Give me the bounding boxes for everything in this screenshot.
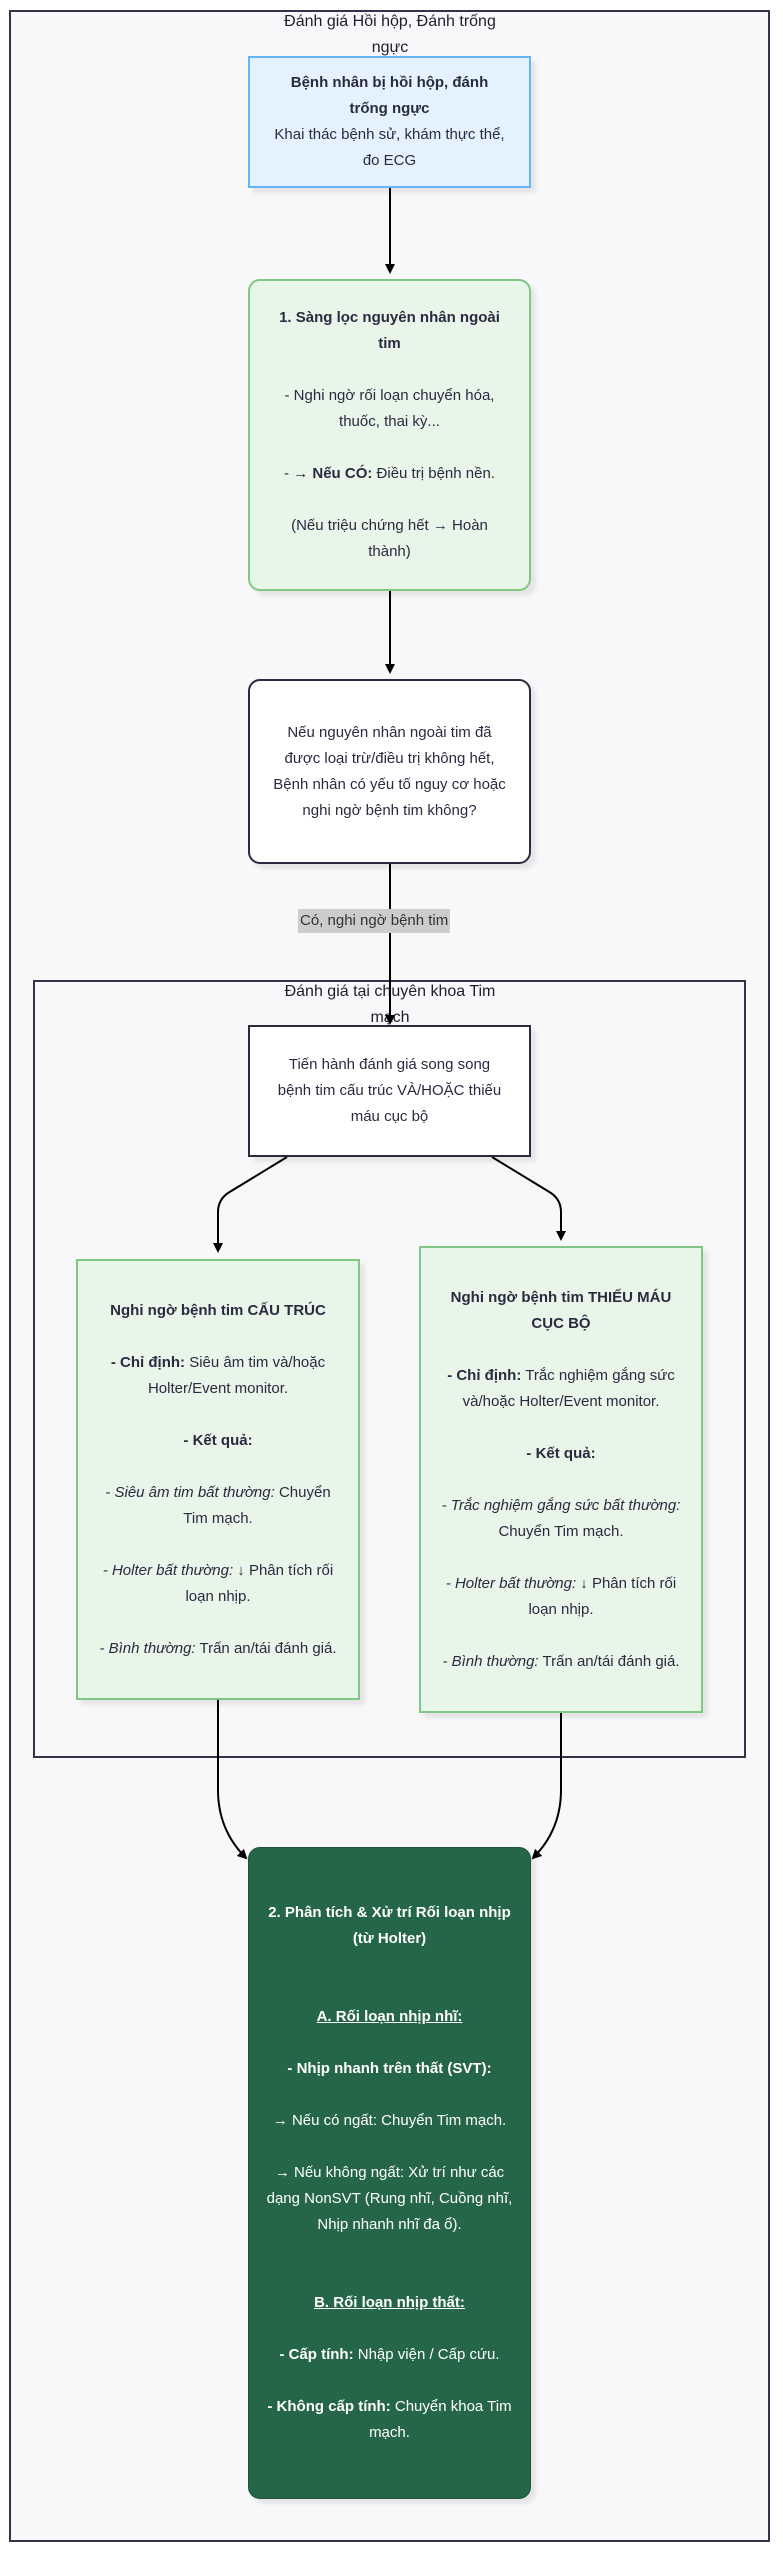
ischemic-r2-label: - Holter bất thường:	[445, 1574, 577, 1592]
edge-ischemic-to-arrhythmia	[531, 1713, 562, 1860]
structural-indication-label: - Chỉ định:	[110, 1353, 186, 1371]
nonacute-label: - Không cấp tính:	[267, 2398, 391, 2415]
ischemic-title: Nghi ngờ bệnh tim THIẾU MÁU CỤC BỘ	[450, 1288, 672, 1332]
screening-line1: - Nghi ngờ rối loạn chuyển hóa, thuốc, t…	[284, 387, 495, 430]
structural-r1-label: - Siêu âm tim bất thường:	[105, 1483, 275, 1501]
acute-text: Nhập viện / Cấp cứu.	[353, 2346, 500, 2363]
ischemic-r2: ↓ Phân tích rối loạn nhịp.	[528, 1574, 677, 1618]
start-node-title: Bệnh nhân bị hồi hộp, đánh trống ngực	[290, 74, 489, 117]
ischemic-results-label: - Kết quả:	[526, 1444, 596, 1462]
screening-line3: (Nếu triệu chứng hết → Hoàn thành)	[291, 517, 488, 560]
decision-line1: Nếu nguyên nhân ngoài tim đã được loại t…	[284, 723, 495, 767]
parallel-line2: bệnh tim cấu trúc VÀ/HOẶC thiếu máu cục …	[277, 1082, 502, 1125]
parallel-line1: Tiến hành đánh giá song song	[288, 1056, 491, 1073]
edge-label-yes: Có, nghi ngờ bệnh tim	[298, 909, 451, 933]
screening-line2-bold: Nếu CÓ:	[312, 465, 373, 482]
decision-line2: Bệnh nhân có yếu tố nguy cơ hoặc nghi ng…	[273, 775, 506, 819]
structural-indication: Siêu âm tim và/hoặc Holter/Event monitor…	[147, 1353, 326, 1397]
start-node-text: Khai thác bệnh sử, khám thực thể, đo ECG	[274, 126, 505, 169]
structural-r3-label: - Bình thường:	[99, 1639, 196, 1657]
edge-parallel-to-ischemic	[491, 1156, 566, 1241]
ischemic-node[interactable]: Nghi ngờ bệnh tim THIẾU MÁU CỤC BỘ - Chỉ…	[419, 1246, 703, 1713]
structural-r3: Trấn an/tái đánh giá.	[195, 1639, 337, 1657]
acute-label: - Cấp tính:	[279, 2346, 354, 2363]
svt-no-syncope: → Nếu không ngất: Xử trí như các dạng No…	[266, 2164, 513, 2233]
structural-title: Nghi ngờ bệnh tim CẤU TRÚC	[110, 1301, 326, 1319]
ischemic-r3-label: - Bình thường:	[442, 1652, 539, 1670]
nonacute-text: Chuyển khoa Tim mạch.	[369, 2398, 512, 2441]
edge-structural-to-arrhythmia	[217, 1700, 248, 1860]
ischemic-indication: Trắc nghiệm gắng sức và/hoặc Holter/Even…	[462, 1366, 675, 1410]
ischemic-r1: Chuyển Tim mạch.	[498, 1522, 624, 1540]
section-a-heading: A. Rối loạn nhịp nhĩ:	[316, 2008, 463, 2025]
structural-r2-label: - Holter bất thường:	[102, 1561, 234, 1579]
svt-label: - Nhịp nhanh trên thất (SVT):	[287, 2060, 492, 2077]
structural-results-label: - Kết quả:	[183, 1431, 253, 1449]
screening-line2: - → Nếu CÓ: Điều trị bệnh nền.	[284, 461, 495, 487]
section-b-heading: B. Rối loạn nhịp thất:	[314, 2294, 465, 2311]
decision-node[interactable]: Nếu nguyên nhân ngoài tim đã được loại t…	[248, 679, 531, 864]
arrhythmia-node[interactable]: 2. Phân tích & Xử trí Rối loạn nhịp (từ …	[248, 1847, 531, 2499]
structural-r2: ↓ Phân tích rối loạn nhịp.	[185, 1561, 334, 1605]
parallel-node[interactable]: Tiến hành đánh giá song song bệnh tim cấ…	[248, 1025, 531, 1157]
screening-title: 1. Sàng lọc nguyên nhân ngoài tim	[279, 309, 500, 352]
outer-cluster-title: Đánh giá Hồi hộp, Đánh trống ngực	[284, 13, 496, 56]
screening-line2-lead: - →	[284, 465, 313, 482]
screening-line2-rest: Điều trị bệnh nền.	[372, 465, 495, 482]
structural-r1: Chuyển Tim mạch.	[183, 1483, 331, 1527]
arrhythmia-title: 2. Phân tích & Xử trí Rối loạn nhịp (từ …	[268, 1904, 511, 1947]
edge-parallel-to-structural	[213, 1156, 288, 1253]
ischemic-indication-label: - Chỉ định:	[447, 1366, 522, 1384]
ischemic-r3: Trấn an/tái đánh giá.	[538, 1652, 680, 1670]
ischemic-r1-label: - Trắc nghiệm gắng sức bất thường:	[441, 1496, 681, 1514]
structural-node[interactable]: Nghi ngờ bệnh tim CẤU TRÚC - Chỉ định: S…	[76, 1259, 360, 1700]
start-node[interactable]: Bệnh nhân bị hồi hộp, đánh trống ngực Kh…	[248, 56, 531, 188]
screening-node[interactable]: 1. Sàng lọc nguyên nhân ngoài tim - Nghi…	[248, 279, 531, 591]
svt-syncope: → Nếu có ngất: Chuyển Tim mạch.	[272, 2112, 507, 2129]
